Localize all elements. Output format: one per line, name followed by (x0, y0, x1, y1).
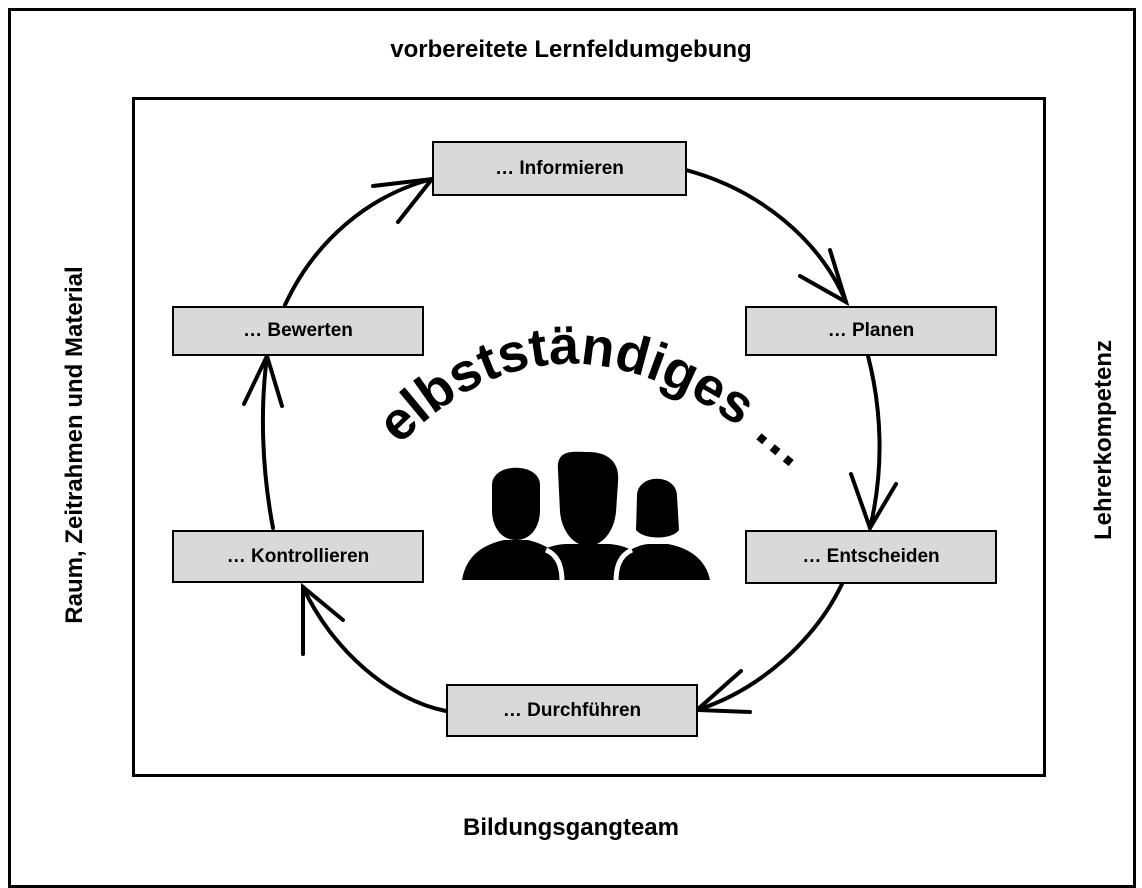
step-label: … Durchführen (502, 699, 642, 721)
cycle-arc-kontrollieren-bewerten (260, 354, 275, 530)
step-kontrollieren: … Kontrollieren (172, 530, 424, 583)
cycle-arc-planen-entscheiden (866, 354, 882, 530)
step-label: … Planen (827, 320, 915, 341)
label-bottom: Bildungsgangteam (462, 814, 679, 841)
cycle-arc-durchfuehren-kontrollieren (301, 585, 448, 713)
inner-frame (132, 97, 1046, 777)
step-durchfuehren: … Durchführen (446, 684, 698, 737)
people-group-icon (462, 451, 710, 583)
step-label: … Bewerten (243, 320, 353, 341)
cycle-arc-entscheiden-durchfuehren (695, 582, 844, 712)
center-arc-text: selbstständiges … (0, 0, 824, 479)
step-entscheiden: … Entscheiden (745, 530, 997, 584)
arrowhead-entscheiden (849, 472, 898, 533)
step-label: … Kontrollieren (226, 545, 370, 567)
arrowhead-bewerten (242, 350, 284, 408)
arrowhead-kontrollieren (301, 582, 345, 656)
cycle-arc-bewerten-informieren (283, 177, 434, 307)
step-bewerten: … Bewerten (172, 306, 424, 356)
label-top: vorbereitete Lernfeldumgebung (390, 36, 752, 63)
step-informieren: … Informieren (432, 141, 687, 196)
step-label: … Entscheiden (802, 546, 940, 567)
step-label: … Informieren (495, 157, 624, 179)
cycle-arc-informieren-planen (684, 168, 848, 304)
step-planen: … Planen (745, 306, 997, 356)
arrowhead-planen (798, 248, 850, 307)
